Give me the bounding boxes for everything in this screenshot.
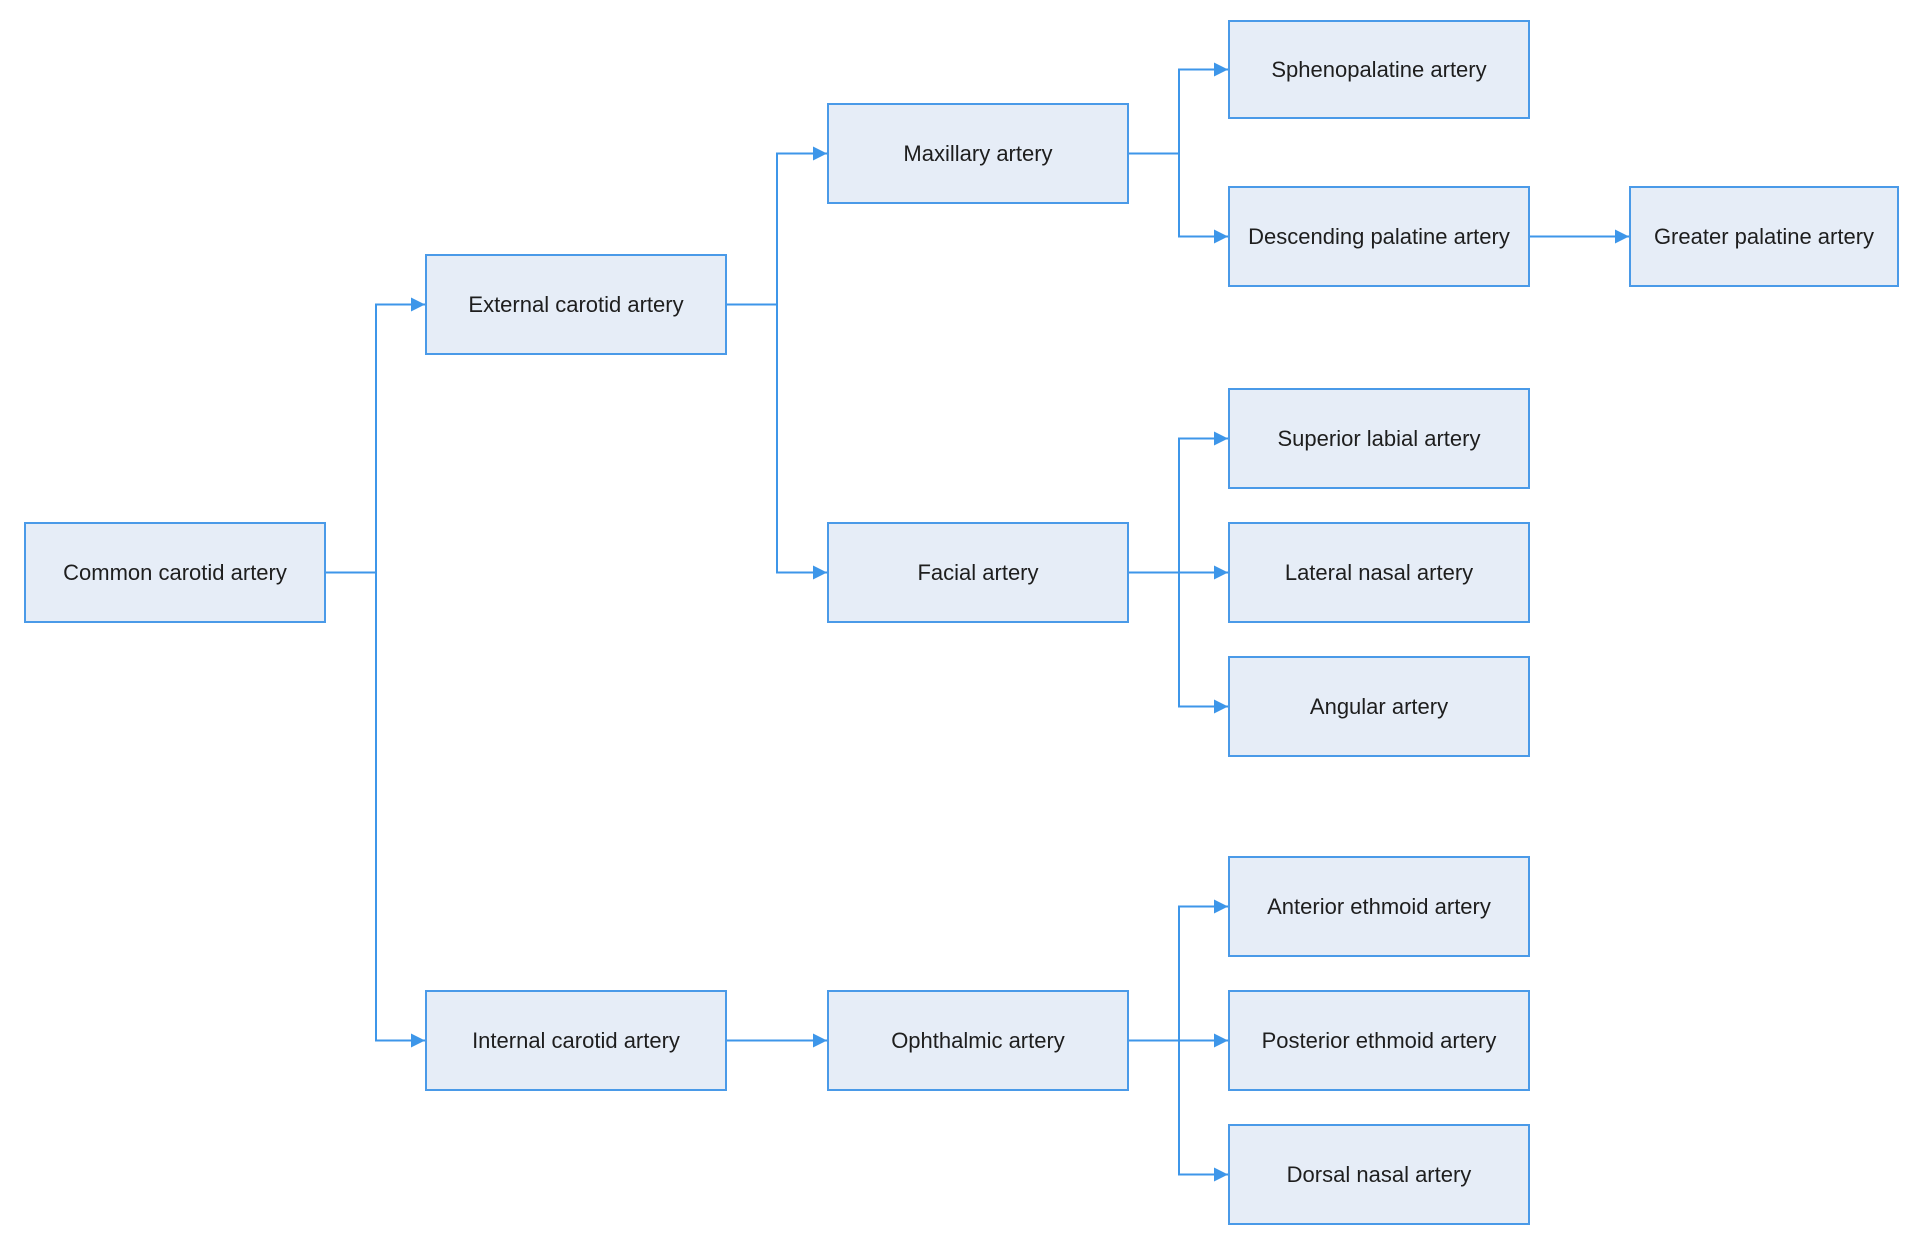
edge-maxillary-to-sphenopalatine (1129, 62, 1228, 155)
edge-external-carotid-to-facial (727, 303, 827, 580)
edge-facial-to-superior-labial (1129, 431, 1228, 574)
node-angular: Angular artery (1228, 656, 1530, 757)
node-ophthalmic: Ophthalmic artery (827, 990, 1129, 1091)
node-external-carotid: External carotid artery (425, 254, 727, 355)
node-common-carotid: Common carotid artery (24, 522, 326, 623)
edge-ophthalmic-to-anterior-ethmoid (1129, 899, 1228, 1042)
node-facial: Facial artery (827, 522, 1129, 623)
node-maxillary: Maxillary artery (827, 103, 1129, 204)
edge-maxillary-to-descending-palatine (1129, 152, 1228, 244)
edge-facial-to-angular (1129, 571, 1228, 714)
node-lateral-nasal: Lateral nasal artery (1228, 522, 1530, 623)
edge-external-carotid-to-maxillary (727, 146, 827, 306)
node-anterior-ethmoid: Anterior ethmoid artery (1228, 856, 1530, 957)
node-sphenopalatine: Sphenopalatine artery (1228, 20, 1530, 119)
edge-ophthalmic-to-dorsal-nasal (1129, 1039, 1228, 1182)
node-descending-palatine: Descending palatine artery (1228, 186, 1530, 287)
node-internal-carotid: Internal carotid artery (425, 990, 727, 1091)
edge-common-carotid-to-external-carotid (326, 297, 425, 574)
edge-common-carotid-to-internal-carotid (326, 571, 425, 1048)
node-posterior-ethmoid: Posterior ethmoid artery (1228, 990, 1530, 1091)
node-dorsal-nasal: Dorsal nasal artery (1228, 1124, 1530, 1225)
node-greater-palatine: Greater palatine artery (1629, 186, 1899, 287)
node-superior-labial: Superior labial artery (1228, 388, 1530, 489)
